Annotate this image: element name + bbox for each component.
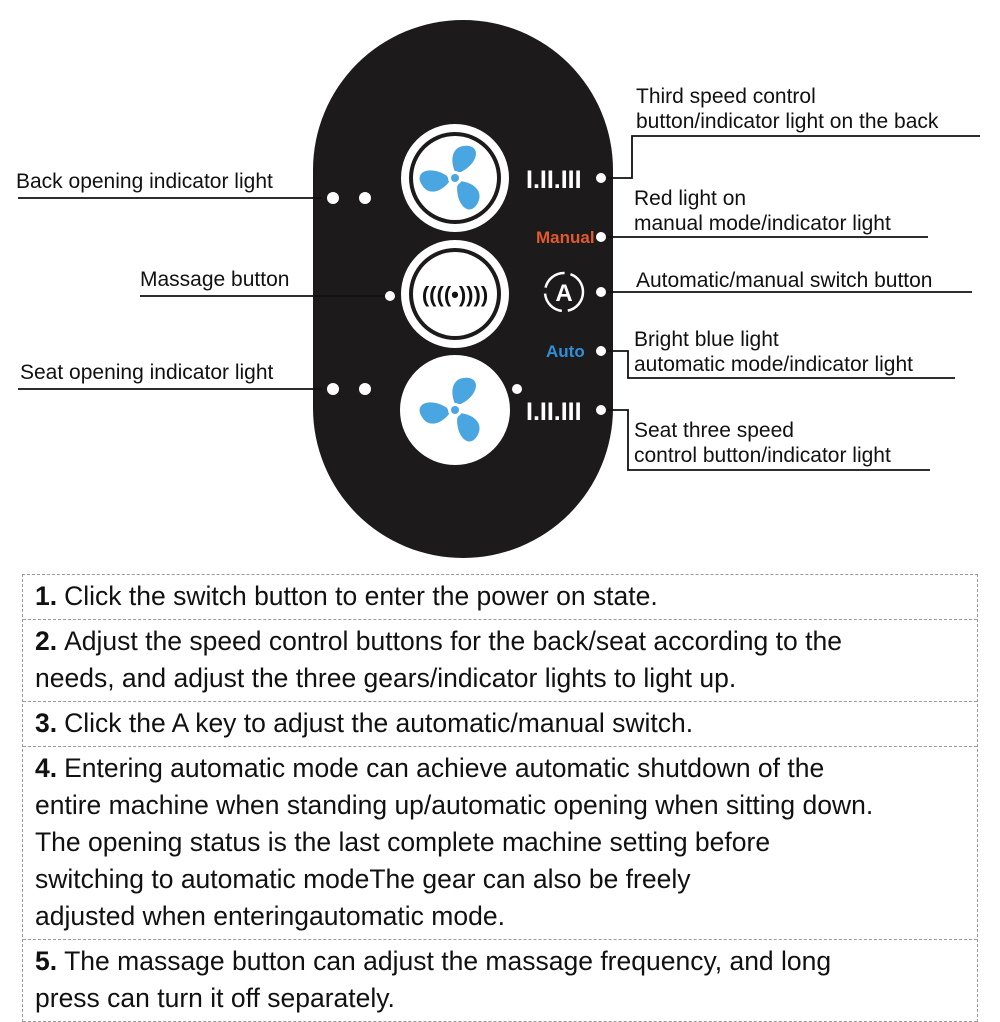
seat-fan-dot [512, 384, 522, 394]
back-fan-button[interactable] [401, 124, 509, 232]
back-speed-callout: Third speed control button/indicator lig… [636, 85, 939, 133]
instruction-row: 3.Click the A key to adjust the automati… [23, 702, 977, 747]
massage-button-callout: Massage button [140, 268, 290, 291]
auto-switch-callout: Automatic/manual switch button [636, 269, 933, 292]
control-panel-diagram: ((((•)))) I.II.III I.II.III Manual A Aut… [16, 20, 980, 558]
back-speed-levels: I.II.III [526, 166, 582, 194]
panel-graphic: ((((•)))) I.II.III I.II.III Manual A Aut… [18, 20, 980, 558]
auto-light-callout: Bright blue light automatic mode/indicat… [634, 328, 913, 376]
seat-indicator-dot [327, 383, 339, 395]
seat-speed-callout: Seat three speed control button/indicato… [634, 419, 891, 467]
switch-indicator-dot [596, 287, 606, 297]
seat-indicator-dot [359, 383, 371, 395]
seat-opening-callout: Seat opening indicator light [20, 361, 274, 384]
seat-fan-button[interactable] [400, 355, 510, 465]
back-opening-callout: Back opening indicator light [16, 170, 273, 193]
instructions-table: 1.Click the switch button to enter the p… [22, 574, 978, 1022]
instruction-row: 1.Click the switch button to enter the p… [23, 575, 977, 620]
manual-light-callout: Red light on manual mode/indicator light [634, 187, 891, 235]
manual-indicator-dot [596, 232, 606, 242]
auto-indicator-dot [596, 346, 606, 356]
massage-indicator-dot [385, 291, 395, 301]
auto-label: Auto [546, 342, 585, 361]
instruction-row: 5.The massage button can adjust the mass… [23, 940, 977, 1022]
auto-manual-switch-button[interactable]: A [543, 271, 585, 313]
instruction-row: 4.Entering automatic mode can achieve au… [23, 747, 977, 940]
back-speed-dot [596, 173, 606, 183]
seat-speed-dot [596, 405, 606, 415]
instruction-row: 2.Adjust the speed control buttons for t… [23, 620, 977, 702]
seat-speed-levels: I.II.III [526, 398, 582, 426]
manual-label: Manual [536, 228, 595, 247]
leader-lines [18, 135, 980, 471]
auto-key-icon: A [555, 280, 572, 307]
massage-button[interactable]: ((((•)))) [401, 240, 509, 348]
back-indicator-dot [359, 192, 371, 204]
massage-wave-icon: ((((•)))) [422, 282, 488, 307]
back-indicator-dot [327, 192, 339, 204]
